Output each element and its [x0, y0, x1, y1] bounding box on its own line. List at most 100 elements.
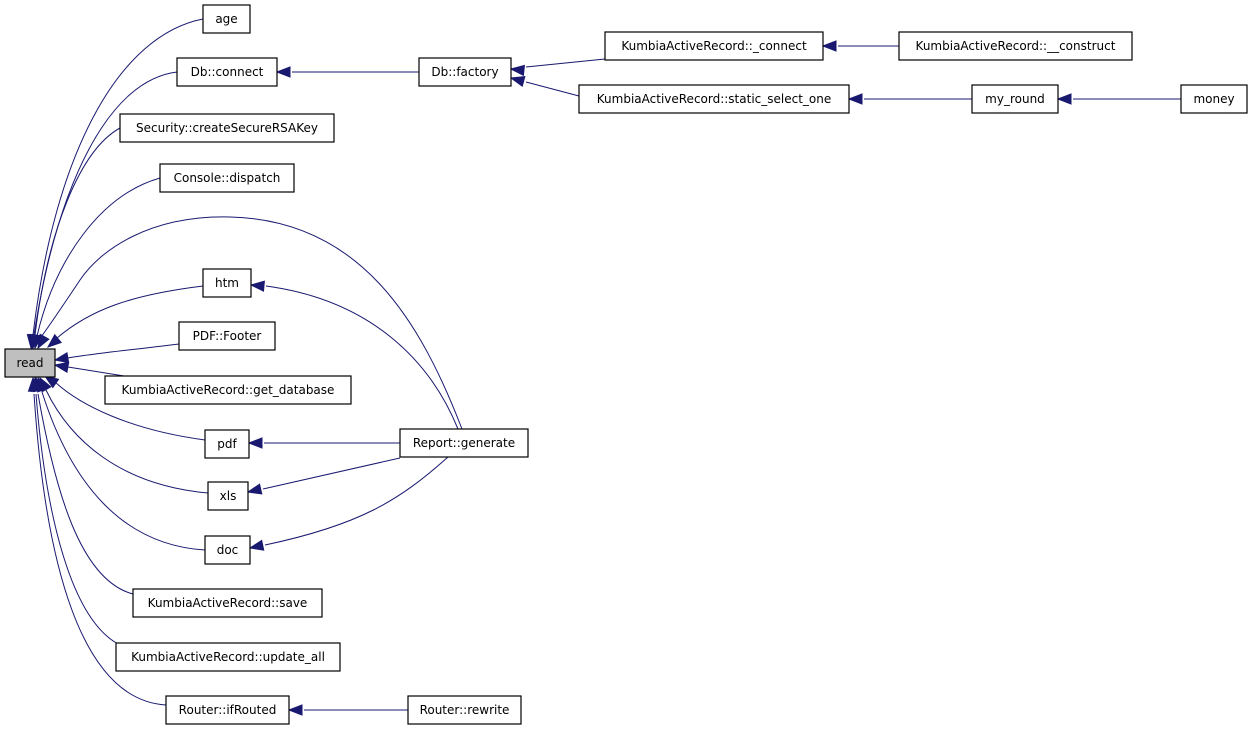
node-pdf-footer[interactable]: PDF::Footer — [178, 321, 276, 351]
edge-arrowhead — [246, 483, 263, 495]
edge-update_all-to-read — [30, 376, 121, 646]
node-report-generate[interactable]: Report::generate — [399, 428, 529, 458]
node-box[interactable] — [1180, 84, 1248, 114]
edge-report_generate-to-htm — [249, 280, 459, 430]
edge-arrowhead — [46, 333, 63, 348]
node-box[interactable] — [407, 695, 522, 725]
edge-line — [264, 456, 449, 546]
node-label: my_round — [985, 92, 1045, 106]
node-box[interactable] — [578, 84, 850, 114]
edge-arrowhead — [37, 333, 50, 350]
node-label: KumbiaActiveRecord::update_all — [131, 650, 325, 664]
node-doc[interactable]: doc — [204, 535, 251, 565]
edge-arrowhead — [509, 64, 526, 77]
node-label: money — [1193, 92, 1234, 106]
node-label: htm — [215, 276, 239, 290]
node-label: age — [215, 12, 237, 26]
node-box[interactable] — [104, 375, 352, 405]
node-pdf[interactable]: pdf — [204, 429, 250, 459]
edge-line — [35, 393, 121, 646]
node-router-rewrite[interactable]: Router::rewrite — [407, 695, 522, 725]
node-label: Db::connect — [191, 65, 264, 79]
edge-line — [56, 285, 204, 339]
node-money[interactable]: money — [1180, 84, 1248, 114]
node-xls[interactable]: xls — [207, 481, 249, 511]
node-save[interactable]: KumbiaActiveRecord::save — [132, 588, 323, 618]
edge-line — [262, 457, 401, 490]
node-kar-connect[interactable]: KumbiaActiveRecord::_connect — [604, 31, 824, 61]
node-db-factory[interactable]: Db::factory — [418, 57, 512, 87]
edge-line — [33, 393, 167, 706]
node-console[interactable]: Console::dispatch — [159, 163, 295, 193]
node-label: read — [16, 356, 43, 370]
edge-arrowhead — [247, 437, 263, 449]
edge-arrowhead — [53, 352, 70, 364]
edge-htm-to-read — [46, 285, 204, 348]
node-label: Router::rewrite — [420, 703, 510, 717]
node-box[interactable] — [4, 348, 56, 378]
node-box[interactable] — [971, 84, 1059, 114]
edge-line — [525, 58, 606, 68]
edge-ifrouted-to-read — [27, 376, 167, 706]
edge-arrowhead — [249, 280, 265, 292]
nodes-layer: read ageDb::connectSecurity::createSecure… — [4, 4, 1248, 725]
edge-db_factory-to-db_connect — [275, 66, 419, 78]
edge-line — [265, 285, 459, 430]
edge-construct-to-kar_connect — [821, 40, 899, 52]
edge-arrowhead — [287, 704, 303, 716]
node-box[interactable] — [119, 113, 335, 143]
node-box[interactable] — [202, 268, 252, 298]
node-label: KumbiaActiveRecord::save — [148, 596, 308, 610]
node-ifrouted[interactable]: Router::ifRouted — [165, 695, 290, 725]
node-read[interactable]: read — [4, 348, 56, 378]
edge-line — [54, 381, 206, 441]
node-box[interactable] — [204, 429, 250, 459]
edge-arrowhead — [275, 66, 291, 78]
edge-line — [525, 81, 580, 97]
node-db-connect[interactable]: Db::connect — [176, 57, 278, 87]
edge-arrowhead — [53, 361, 70, 373]
node-box[interactable] — [204, 535, 251, 565]
node-box[interactable] — [898, 31, 1133, 61]
node-age[interactable]: age — [202, 4, 251, 34]
node-label: KumbiaActiveRecord::_connect — [621, 39, 807, 53]
node-label: KumbiaActiveRecord::static_select_one — [597, 92, 831, 106]
node-get-database[interactable]: KumbiaActiveRecord::get_database — [104, 375, 352, 405]
edge-report_generate-to-xls — [246, 457, 401, 495]
node-label: Router::ifRouted — [179, 703, 277, 717]
edge-line — [45, 389, 209, 494]
node-static-select-one[interactable]: KumbiaActiveRecord::static_select_one — [578, 84, 850, 114]
node-box[interactable] — [418, 57, 512, 87]
edge-line — [33, 71, 178, 336]
node-box[interactable] — [115, 642, 341, 672]
node-box[interactable] — [399, 428, 529, 458]
node-htm[interactable]: htm — [202, 268, 252, 298]
node-box[interactable] — [604, 31, 824, 61]
node-my-round[interactable]: my_round — [971, 84, 1059, 114]
node-label: PDF::Footer — [193, 329, 262, 343]
edge-pdf-to-read — [43, 375, 206, 441]
node-box[interactable] — [176, 57, 278, 87]
node-box[interactable] — [178, 321, 276, 351]
node-label: KumbiaActiveRecord::get_database — [122, 383, 335, 397]
node-label: doc — [217, 543, 239, 557]
edge-line — [34, 127, 121, 336]
edge-report_generate-to-read — [37, 216, 463, 430]
node-label: Report::generate — [413, 436, 515, 450]
edge-router_rewrite-to-ifrouted — [287, 704, 408, 716]
edge-arrowhead — [27, 376, 40, 392]
node-box[interactable] — [165, 695, 290, 725]
node-box[interactable] — [207, 481, 249, 511]
edge-report_generate-to-pdf — [247, 437, 400, 449]
edge-pdf_footer-to-read — [53, 343, 180, 364]
node-construct[interactable]: KumbiaActiveRecord::__construct — [898, 31, 1133, 61]
node-box[interactable] — [132, 588, 323, 618]
edge-kar_connect-to-db_factory — [509, 58, 606, 77]
node-security[interactable]: Security::createSecureRSAKey — [119, 113, 335, 143]
node-box[interactable] — [202, 4, 251, 34]
edge-line — [41, 391, 206, 551]
node-update-all[interactable]: KumbiaActiveRecord::update_all — [115, 642, 341, 672]
node-box[interactable] — [159, 163, 295, 193]
edge-arrowhead — [509, 75, 526, 88]
